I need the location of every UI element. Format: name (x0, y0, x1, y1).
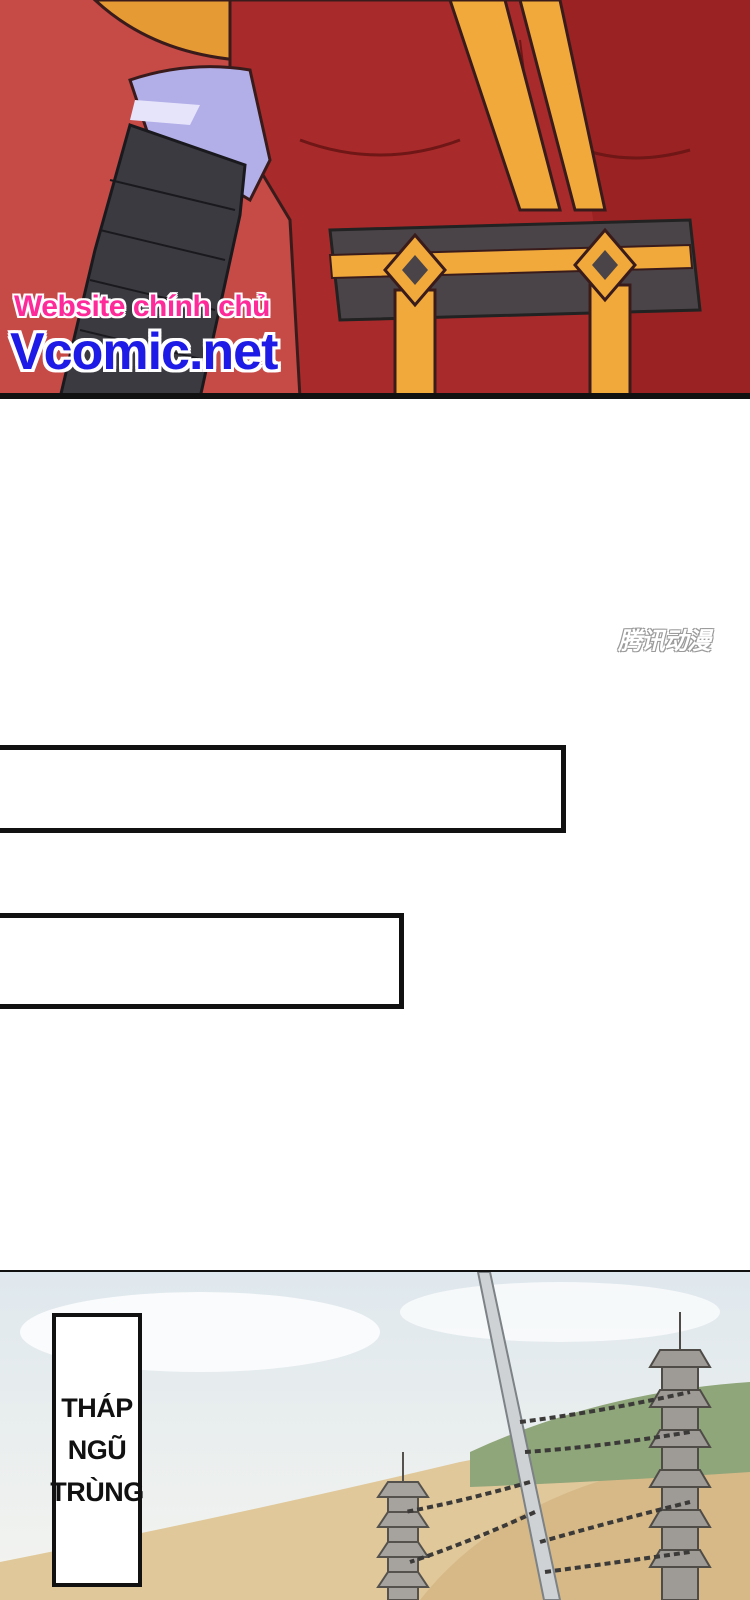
panel-character-torso: Website chính chủ Vcomic.net (0, 0, 750, 398)
caption-line-2: NGŨ (67, 1435, 127, 1465)
publisher-logo: 腾讯动漫 (618, 627, 711, 655)
chains (404, 1390, 691, 1574)
pagoda-left (376, 1452, 430, 1600)
caption-line-1: THÁP (61, 1393, 133, 1423)
panel-divider (0, 393, 750, 399)
speech-box-second (0, 913, 404, 1009)
watermark-tagline: Website chính chủ (14, 290, 270, 323)
watermark-site-name: Vcomic.net (10, 323, 278, 381)
location-caption-box: THÁP NGŨ TRÙNG (50, 1313, 144, 1587)
character-torso-illustration (0, 0, 750, 398)
pagoda-scene-illustration (0, 1272, 750, 1600)
caption-line-3: TRÙNG (50, 1477, 144, 1507)
speech-box-first (0, 745, 566, 833)
